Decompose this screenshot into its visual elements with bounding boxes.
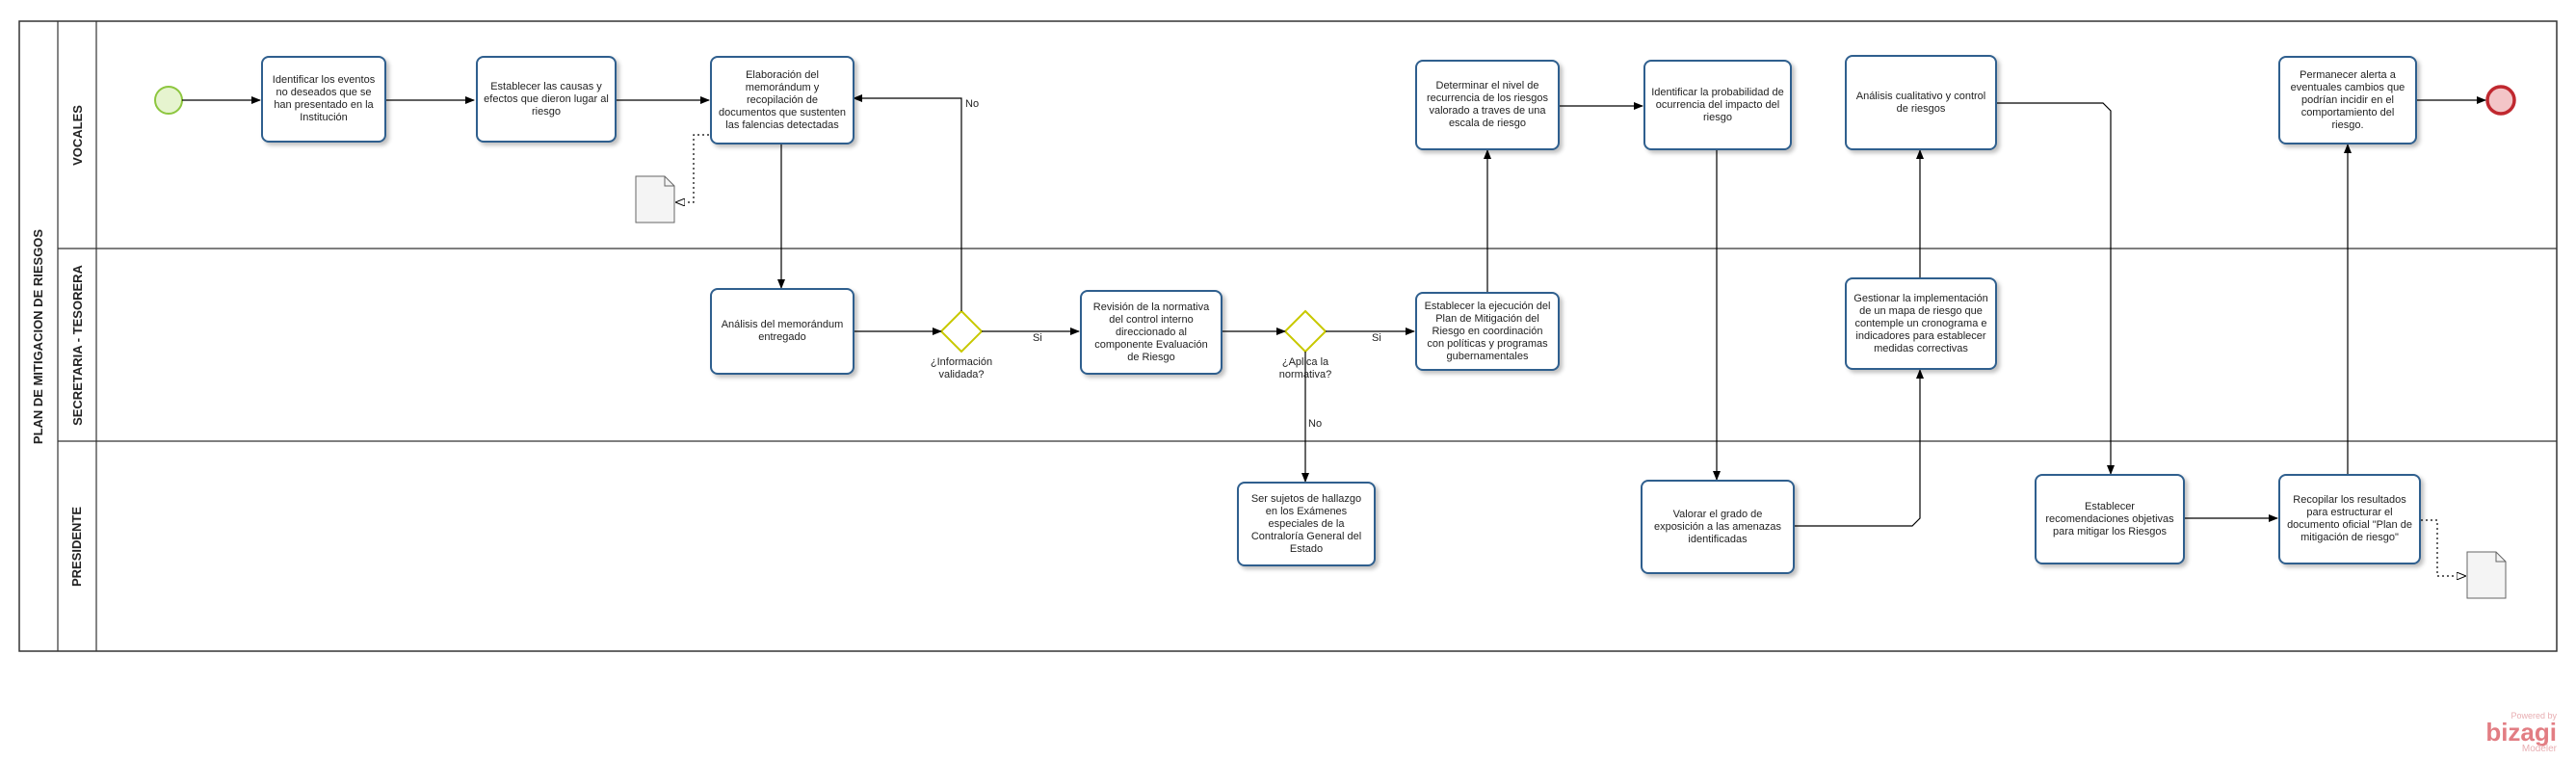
lane-vocales: VOCALES [58,21,96,249]
powered-by-text: Powered by [2510,711,2557,721]
lane-presidente: PRESIDENTE [58,441,96,651]
task-analisis-memorandum[interactable]: Análisis del memorándum entregado [710,288,854,375]
gateway-informacion[interactable] [939,309,984,354]
flow-label-no: No [1308,418,1323,430]
task-determinar-nivel[interactable]: Determinar el nivel de recurrencia de lo… [1415,60,1560,150]
document-icon [2466,551,2507,599]
task-revision-normativa[interactable]: Revisión de la normativa del control int… [1080,290,1222,375]
gateway-normativa[interactable] [1283,309,1327,354]
pool-title-text: PLAN DE MITIGACION DE RIESGOS [31,228,46,444]
gateway-label-informacion: ¿Información validada? [930,356,993,380]
document-icon [635,175,675,223]
task-establecer-causas[interactable]: Establecer las causas y efectos que dier… [476,56,617,143]
task-recopilar-resultados[interactable]: Recopilar los resultados para estructura… [2278,474,2421,564]
start-event[interactable] [154,86,183,115]
task-establecer-recomendaciones[interactable]: Establecer recomendaciones objetivas par… [2035,474,2185,564]
task-valorar-exposicion[interactable]: Valorar el grado de exposición a las ame… [1641,480,1795,574]
lane-title-presidente: PRESIDENTE [69,506,85,587]
task-identificar-probabilidad[interactable]: Identificar la probabilidad de ocurrenci… [1643,60,1792,150]
task-analisis-cualitativo[interactable]: Análisis cualitativo y control de riesgo… [1845,55,1997,150]
pool-title: PLAN DE MITIGACION DE RIESGOS [19,21,58,651]
pool-border [18,20,2558,652]
bizagi-logo: Powered by bizagi Modeler [2485,711,2557,754]
task-gestionar-mapa-riesgo[interactable]: Gestionar la implementación de un mapa d… [1845,277,1997,370]
brand-name: bizagi [2485,718,2557,747]
task-ser-sujetos-hallazgo[interactable]: Ser sujetos de hallazgo en los Exámenes … [1237,482,1376,566]
gateway-label-normativa: ¿Aplica la normativa? [1278,356,1332,380]
lane-secretaria: SECRETARIA - TESORERA [58,249,96,441]
task-identificar-eventos[interactable]: Identificar los eventos no deseados que … [261,56,386,143]
flow-label-no: No [965,98,980,110]
task-elaboracion-memorandum[interactable]: Elaboración del memorándum y recopilació… [710,56,854,144]
lane-title-vocales: VOCALES [69,104,85,166]
flow-label-si: Si [1033,332,1042,344]
flow-label-si: Si [1372,332,1381,344]
task-establecer-ejecucion[interactable]: Establecer la ejecución del Plan de Miti… [1415,292,1560,371]
brand-product: Modeler [2521,744,2557,754]
task-permanecer-alerta[interactable]: Permanecer alerta a eventuales cambios q… [2278,56,2417,144]
lane-title-secretaria: SECRETARIA - TESORERA [69,264,85,426]
end-event[interactable] [2485,85,2516,116]
